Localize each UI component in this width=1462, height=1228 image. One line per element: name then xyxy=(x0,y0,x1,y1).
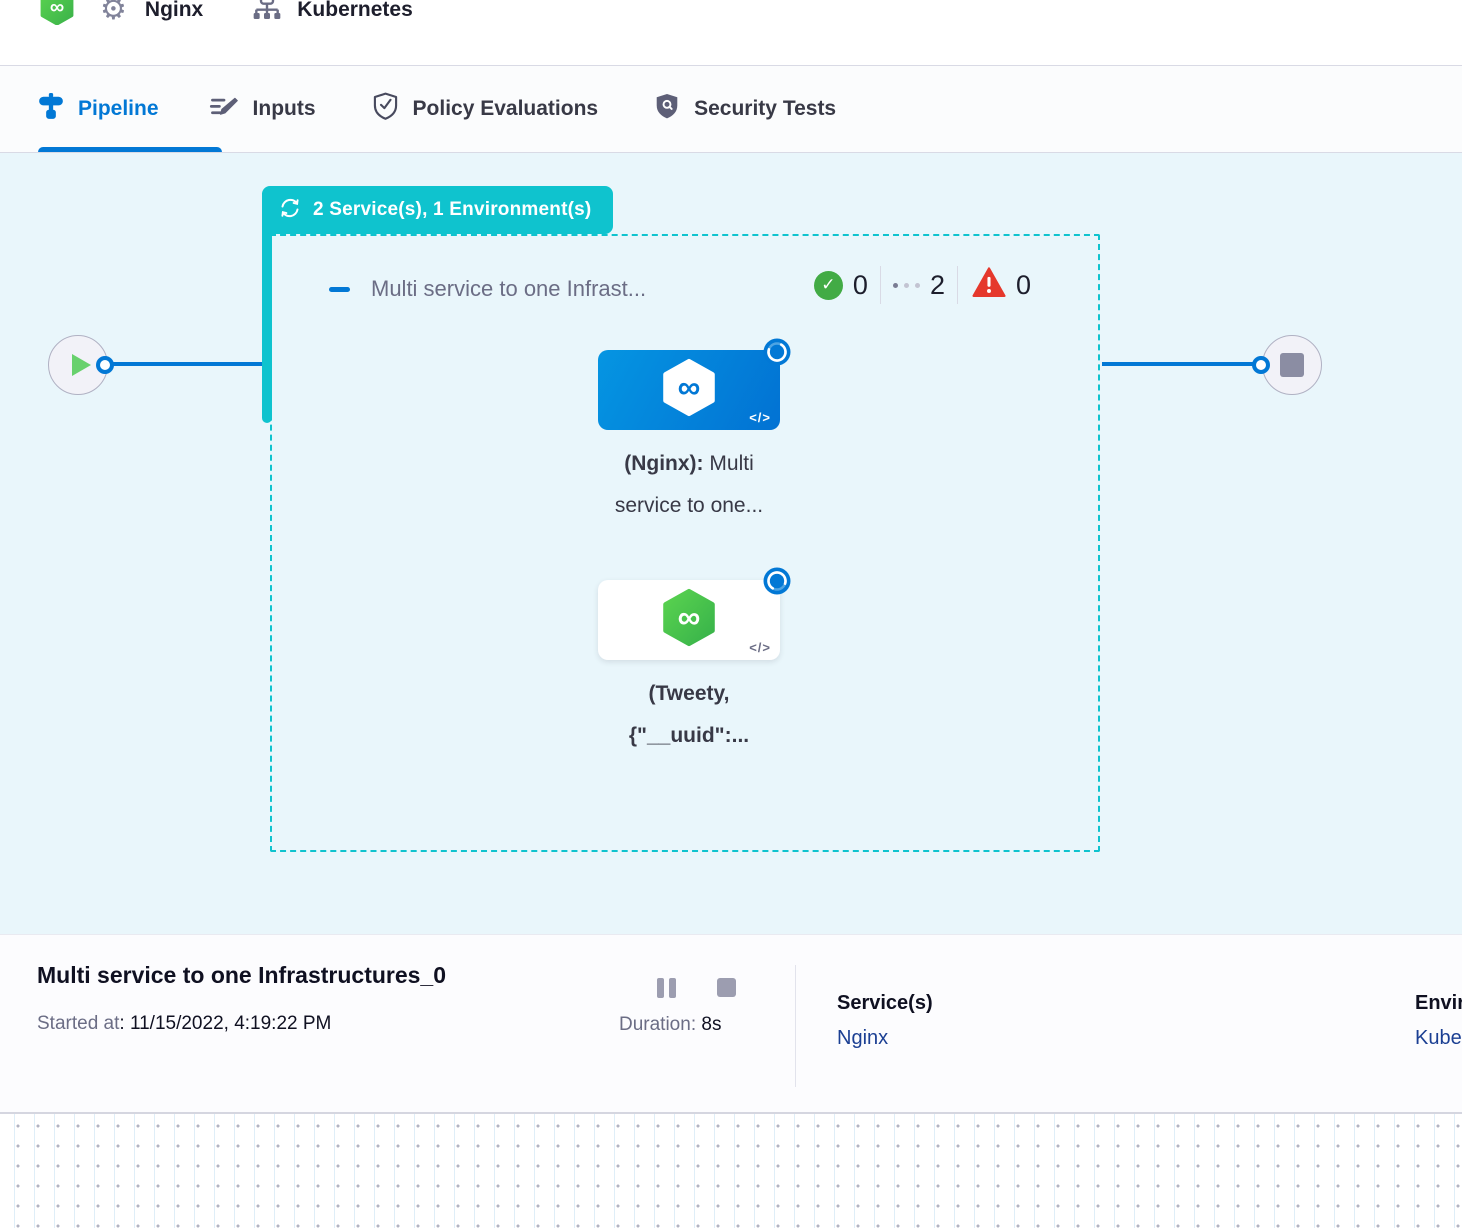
play-icon xyxy=(71,354,91,376)
console-grid-area[interactable] xyxy=(0,1112,1462,1228)
started-at-value: : 11/15/2022, 4:19:22 PM xyxy=(119,1013,332,1034)
harness-service-icon: ∞ xyxy=(658,358,720,423)
tab-pipeline-label: Pipeline xyxy=(78,97,159,120)
tab-security-tests[interactable]: Security Tests xyxy=(654,92,836,126)
pause-icon xyxy=(669,978,676,998)
harness-service-icon-green: ∞ xyxy=(658,588,720,653)
edge-end-connector-dot xyxy=(1252,356,1270,374)
stage-title[interactable]: Multi service to one Infrast... xyxy=(371,276,647,301)
stage-node-nginx[interactable]: ∞ </> xyxy=(598,350,780,430)
pipeline-canvas[interactable]: 2 Service(s), 1 Environment(s) Multi ser… xyxy=(0,153,1462,934)
node-running-spinner-icon xyxy=(763,567,791,600)
running-ellipsis-icon xyxy=(892,282,920,288)
svg-text:∞: ∞ xyxy=(678,599,701,635)
edge-stage-to-end xyxy=(1102,362,1258,366)
success-check-icon: ✓ xyxy=(813,270,843,300)
execution-title: Multi service to one Infrastructures_0 xyxy=(37,962,447,988)
execution-summary-bar: Multi service to one Infrastructures_0 S… xyxy=(0,934,1462,1112)
tab-inputs[interactable]: Inputs xyxy=(209,94,316,125)
success-count: 0 xyxy=(852,269,868,300)
node-running-spinner-icon xyxy=(763,338,791,371)
abort-execution-button[interactable] xyxy=(717,978,736,997)
stage-group-badge-label: 2 Service(s), 1 Environment(s) xyxy=(313,199,592,220)
harness-pipeline-logo-icon: ∞ xyxy=(40,0,74,30)
footer-divider xyxy=(795,965,796,1087)
duration-label: Duration: xyxy=(619,1014,697,1035)
code-icon: </> xyxy=(749,410,771,425)
failed-count: 0 xyxy=(1015,269,1031,300)
pipeline-icon xyxy=(38,92,64,126)
tab-policy-evaluations[interactable]: Policy Evaluations xyxy=(372,92,599,126)
duration: Duration: 8s xyxy=(619,1014,721,1036)
node-tweety-label[interactable]: (Tweety, {"__uuid":... xyxy=(628,682,750,747)
environments-icon xyxy=(251,0,283,27)
warning-triangle-icon xyxy=(972,267,1006,303)
stage-status-counts: ✓ 0 2 0 xyxy=(813,266,1031,304)
code-icon: </> xyxy=(749,640,771,655)
stage-group-badge[interactable]: 2 Service(s), 1 Environment(s) xyxy=(262,186,614,234)
svg-text:∞: ∞ xyxy=(50,0,64,18)
tab-inputs-label: Inputs xyxy=(252,97,316,120)
count-divider xyxy=(956,266,958,304)
loop-icon xyxy=(278,196,302,225)
breadcrumb: ∞ ⚙ Nginx Kubernetes xyxy=(40,0,413,30)
pipeline-end-node xyxy=(1262,335,1322,395)
stage-group-side-bar xyxy=(262,193,272,423)
started-at-label: Started at xyxy=(37,1013,120,1034)
breadcrumb-environment-name[interactable]: Kubernetes xyxy=(297,0,413,21)
pause-icon xyxy=(657,978,664,998)
shield-check-icon xyxy=(372,92,399,126)
active-tab-underline xyxy=(38,147,222,152)
tab-security-tests-label: Security Tests xyxy=(694,97,837,120)
tab-pipeline[interactable]: Pipeline xyxy=(38,92,159,126)
shield-scan-icon xyxy=(654,92,680,126)
collapse-stage-icon[interactable] xyxy=(329,286,350,292)
stage-node-tweety[interactable]: ∞ </> xyxy=(598,580,780,660)
stop-icon xyxy=(1280,353,1304,377)
running-count: 2 xyxy=(929,269,945,300)
edge-start-connector-dot xyxy=(96,356,114,374)
tab-policy-evaluations-label: Policy Evaluations xyxy=(412,97,599,120)
duration-value: 8s xyxy=(701,1014,722,1035)
service-link-nginx[interactable]: Nginx xyxy=(837,1027,889,1049)
breadcrumb-bar: ∞ ⚙ Nginx Kubernetes xyxy=(0,0,1462,66)
stop-icon xyxy=(717,978,736,997)
count-divider xyxy=(879,266,881,304)
stage-group-box[interactable]: Multi service to one Infrast... ✓ 0 2 xyxy=(270,234,1100,852)
node-nginx-label[interactable]: (Nginx): Multi service to one... xyxy=(614,452,764,517)
breadcrumb-pipeline-name[interactable]: Nginx xyxy=(144,0,204,21)
inputs-edit-icon xyxy=(209,94,239,125)
started-at: Started at: 11/15/2022, 4:19:22 PM xyxy=(37,1013,331,1035)
gear-icon: ⚙ xyxy=(100,0,127,26)
environment-link-kubernetes[interactable]: Kubernetes xyxy=(1415,1027,1462,1049)
svg-text:∞: ∞ xyxy=(678,369,701,405)
edge-start-to-stage xyxy=(105,362,265,366)
tab-bar: Pipeline Inputs Policy E xyxy=(0,66,1462,153)
services-label: Service(s) xyxy=(837,992,933,1014)
environments-label: Environment(s) xyxy=(1415,992,1462,1014)
pause-execution-button[interactable] xyxy=(657,978,676,998)
